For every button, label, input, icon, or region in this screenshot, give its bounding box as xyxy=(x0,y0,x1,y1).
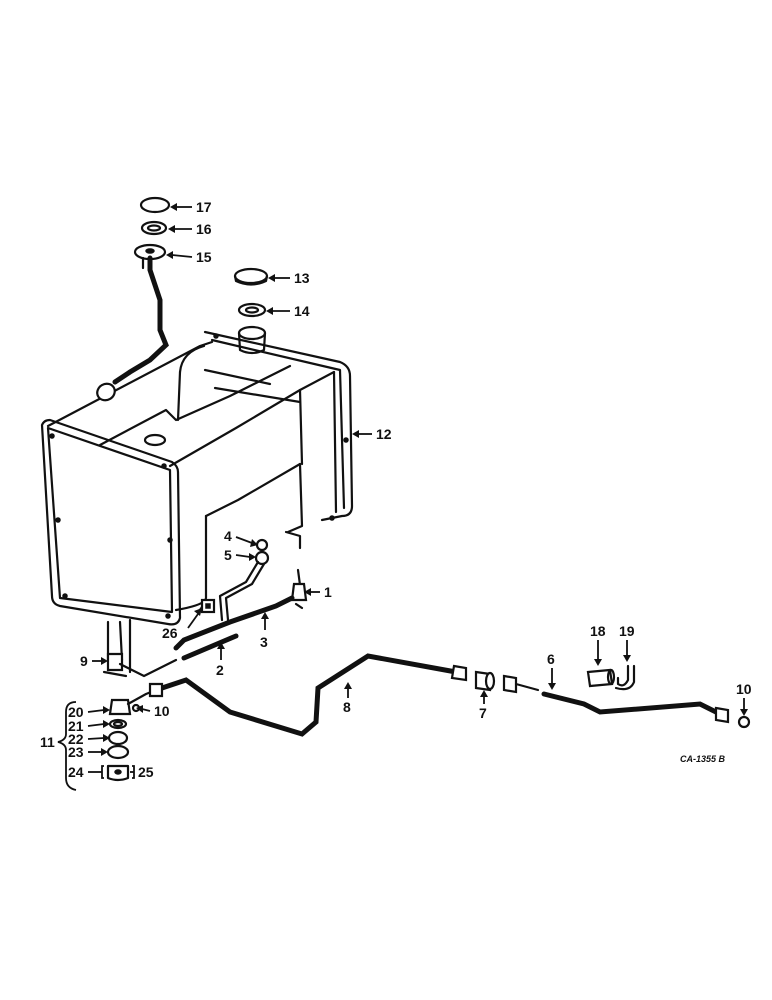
sender-gasket xyxy=(140,220,168,236)
callout-6: 6 xyxy=(547,651,555,667)
callout-10-left: 10 xyxy=(154,703,170,719)
callout-22: 22 xyxy=(68,731,84,747)
nut-10-right xyxy=(737,715,751,729)
callout-9: 9 xyxy=(80,653,88,669)
fuel-line-8 xyxy=(159,653,468,737)
callout-23: 23 xyxy=(68,744,84,760)
callout-16: 16 xyxy=(196,221,212,237)
callout-25: 25 xyxy=(138,764,154,780)
fitting-7 xyxy=(474,670,496,692)
callout-17: 17 xyxy=(196,199,212,215)
fuel-line-6 xyxy=(502,674,730,724)
callout-2: 2 xyxy=(216,662,224,678)
fuel-tank xyxy=(40,325,354,674)
callout-24: 24 xyxy=(68,764,84,780)
leaders xyxy=(87,203,748,779)
filter-bracket xyxy=(57,701,77,791)
callout-4: 4 xyxy=(224,528,232,544)
filler-cap xyxy=(233,267,269,286)
callout-12: 12 xyxy=(376,426,392,442)
callout-20: 20 xyxy=(68,704,84,720)
callout-7: 7 xyxy=(479,705,487,721)
sender-cover xyxy=(139,196,171,214)
callout-labels: 17 16 15 13 14 12 4 5 1 26 3 2 9 8 7 6 1… xyxy=(40,199,752,780)
filler-cap-gasket xyxy=(237,302,267,318)
callout-18: 18 xyxy=(590,623,606,639)
callout-26: 26 xyxy=(162,625,178,641)
diagram-code: CA-1355 B xyxy=(680,754,726,764)
fuel-line-2 xyxy=(181,633,239,661)
callout-21: 21 xyxy=(68,718,84,734)
hose-18 xyxy=(586,668,616,688)
callout-13: 13 xyxy=(294,270,310,286)
fuel-gauge-sender xyxy=(96,243,169,402)
callout-8: 8 xyxy=(343,699,351,715)
callout-15: 15 xyxy=(196,249,212,265)
callout-19: 19 xyxy=(619,623,635,639)
filter-assembly xyxy=(106,682,164,782)
callout-11: 11 xyxy=(40,734,55,750)
shutoff-valve-assembly xyxy=(173,538,308,651)
clamp-19 xyxy=(614,664,636,691)
callout-1: 1 xyxy=(324,584,332,600)
callout-10-right: 10 xyxy=(736,681,752,697)
drain-cock xyxy=(102,652,178,678)
callout-5: 5 xyxy=(224,547,232,563)
callout-14: 14 xyxy=(294,303,310,319)
callout-3: 3 xyxy=(260,634,268,650)
